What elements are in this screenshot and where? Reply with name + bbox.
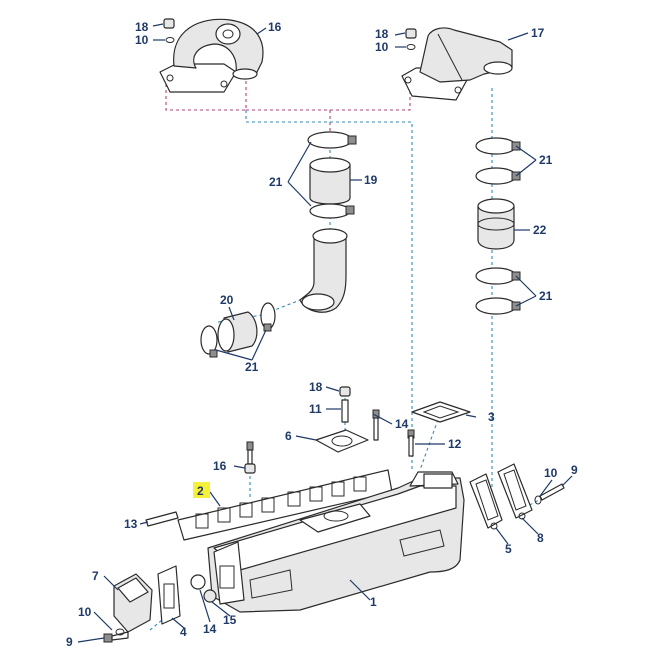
- small-hardware: [145, 18, 417, 527]
- callout-21-upper-right: 21: [539, 153, 553, 167]
- callout-20: 20: [220, 293, 234, 307]
- callout-16: 16: [268, 20, 282, 34]
- gasket-6: [315, 429, 369, 453]
- callout-9-right: 9: [571, 463, 578, 477]
- callout-10-top-right: 10: [375, 40, 389, 54]
- end-cover-7: [113, 565, 217, 633]
- callout-21-lower-right: 21: [539, 289, 553, 303]
- callout-19: 19: [364, 173, 378, 187]
- callout-13: 13: [124, 517, 138, 531]
- bolts-and-washers: [103, 483, 565, 643]
- hose-sleeve-20: [200, 302, 276, 358]
- callout-5: 5: [505, 542, 512, 556]
- callout-11: 11: [309, 402, 322, 416]
- callout-2-highlight: [193, 482, 210, 498]
- callout-21-lower-left: 21: [245, 360, 259, 374]
- callout-9-lower: 9: [66, 635, 73, 649]
- callout-18-top-left: 18: [135, 20, 149, 34]
- callout-6: 6: [285, 429, 292, 443]
- leader-lines: [77, 23, 573, 643]
- exhaust-elbow-17: [401, 27, 513, 101]
- callout-7: 7: [92, 569, 99, 583]
- callout-21-upper-left: 21: [269, 175, 283, 189]
- callout-14-upper: 14: [395, 417, 409, 431]
- callout-15: 15: [223, 613, 237, 627]
- callout-16-lower: 16: [213, 459, 227, 473]
- exhaust-elbow-16: [159, 18, 264, 93]
- callout-10-lower: 10: [78, 605, 92, 619]
- callout-2: 2: [197, 484, 204, 498]
- gasket-3: [411, 401, 471, 423]
- callout-22: 22: [533, 223, 547, 237]
- callout-8: 8: [537, 531, 544, 545]
- hose-clamp-set-19: [307, 131, 357, 219]
- callout-labels: 18 10 16 18 10 17 21 19 21 22 21 20 21 1…: [66, 20, 578, 649]
- callout-14-lower: 14: [203, 622, 217, 636]
- callout-1: 1: [370, 595, 377, 609]
- callout-18-top-right: 18: [375, 27, 389, 41]
- callout-18-middle: 18: [309, 380, 323, 394]
- exhaust-manifold-1: [207, 471, 465, 613]
- callout-12: 12: [448, 437, 462, 451]
- callout-10-top-left: 10: [135, 33, 149, 47]
- right-hose-stack: [475, 137, 521, 315]
- callout-4: 4: [180, 625, 187, 639]
- flapper-assemblies: [469, 463, 533, 530]
- callout-17: 17: [531, 26, 545, 40]
- callout-3: 3: [488, 410, 495, 424]
- elbow-hose: [299, 228, 348, 313]
- callout-10-right: 10: [544, 466, 558, 480]
